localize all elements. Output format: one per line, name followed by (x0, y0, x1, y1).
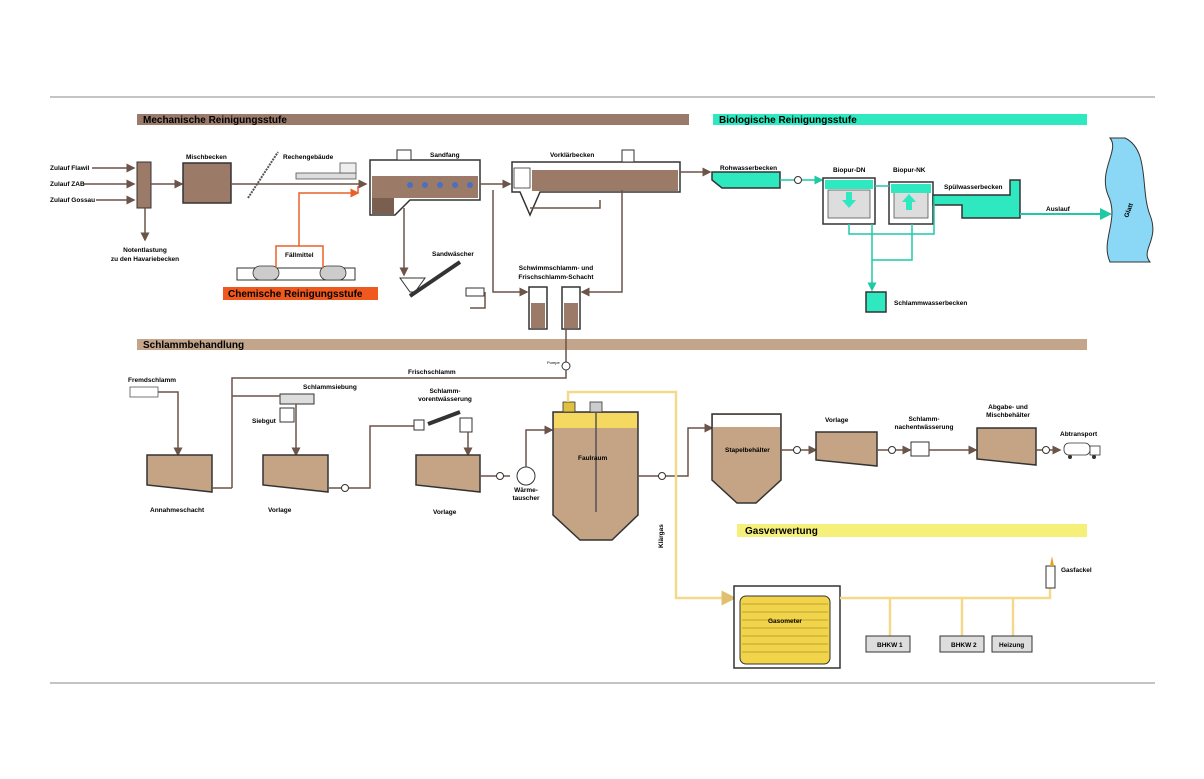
bhkw-2: BHKW 2 (939, 635, 985, 653)
nachentw-label-1: Schlamm- (908, 416, 939, 423)
inflows: Zulauf Flawil Zulauf ZAB Zulauf Gossau (50, 163, 136, 205)
biopur-dn (822, 177, 876, 225)
pumpe-label-1: Pumpe (547, 360, 560, 365)
pump-icon-bio (794, 176, 802, 184)
mechanical-band: Mechanische Reinigungsstufe (137, 114, 689, 126)
truck-icon (1063, 442, 1101, 459)
sandwaescher-label: Sandwäscher (432, 251, 474, 258)
inflow-flawil: Zulauf Flawil (50, 165, 90, 172)
bhkw-1-label: BHKW 1 (877, 642, 903, 649)
vorentwaesserung-unit (413, 410, 473, 433)
faellmittel-dosing: Fällmittel (236, 186, 360, 281)
annahmeschacht-tank (146, 454, 213, 493)
biopur-nk (888, 181, 934, 225)
vorentw-label-2: vorentwässerung (418, 396, 472, 403)
gasfackel-label: Gasfackel (1061, 567, 1092, 574)
waermetauscher-icon (516, 466, 536, 486)
pump-icon-5 (793, 446, 801, 454)
rechengebaeude-label: Rechengebäude (283, 154, 334, 161)
river-label: Glatt (1123, 202, 1135, 219)
screen-rake (247, 151, 279, 199)
heizung-label: Heizung (999, 642, 1024, 649)
waermetauscher-label-1: Wärme- (514, 487, 538, 494)
river-glatt (1104, 137, 1154, 263)
sandfang-tank (369, 149, 481, 216)
schlammsiebung-label: Schlammsiebung (303, 384, 357, 391)
biological-title: Biologische Reinigungsstufe (719, 115, 857, 126)
schlammwasserbecken (865, 291, 887, 313)
gasfackel (1045, 556, 1056, 589)
schacht-label-2: Frischschlamm-Schacht (518, 274, 594, 281)
fremdschlamm-truck-icon (129, 386, 159, 398)
auslauf-label: Auslauf (1046, 206, 1071, 213)
faulraum-label: Faulraum (578, 455, 607, 462)
schacht-label-1: Schwimmschlamm- und (519, 265, 593, 272)
annahmeschacht-label: Annahmeschacht (150, 507, 205, 514)
faulraum-tank (552, 401, 639, 541)
bhkw-1: BHKW 1 (865, 635, 911, 653)
nachentw-label-2: nachentwässerung (895, 424, 954, 431)
waermetauscher-label-2: tauscher (512, 495, 540, 502)
notentlastung-label-1: Notentlastung (123, 247, 167, 254)
stapelbehaelter-label: Stapelbehälter (725, 447, 770, 454)
vorlage-3-tank (815, 431, 878, 467)
pump-icon-6 (888, 446, 896, 454)
gasometer (733, 585, 841, 669)
faellmittel-label: Fällmittel (285, 252, 314, 259)
pump-icon-4 (658, 472, 666, 480)
notentlastung-label-2: zu den Havariebecken (111, 256, 179, 263)
abgabe-tank (976, 427, 1037, 466)
heizung: Heizung (991, 635, 1033, 653)
spuelwasserbecken-label: Spülwasserbecken (944, 184, 1003, 191)
abtransport-label: Abtransport (1060, 431, 1098, 438)
pump-icon-7 (1042, 446, 1050, 454)
gasometer-label: Gasometer (768, 618, 802, 625)
gas-band: Gasverwertung (737, 524, 1087, 537)
vorlage-1-label: Vorlage (268, 507, 292, 514)
mechanical-title: Mechanische Reinigungsstufe (143, 115, 287, 126)
schlammsiebung-unit (279, 393, 315, 423)
klaergas-label: Klärgas (658, 524, 665, 548)
pump-icon (561, 361, 571, 371)
schacht-tanks (528, 286, 581, 330)
inflow-chamber (136, 161, 152, 209)
bhkw-2-label: BHKW 2 (951, 642, 977, 649)
nachentwaesserung-unit (910, 441, 930, 457)
vorlage-1-tank (262, 454, 329, 493)
pump-icon-3 (496, 472, 504, 480)
frischschlamm-label: Frischschlamm (408, 369, 456, 376)
chemical-title: Chemische Reinigungsstufe (228, 289, 363, 300)
spuelwasserbecken (932, 179, 1021, 219)
mischbecken (182, 162, 232, 204)
abgabe-label-1: Abgabe- und (988, 404, 1028, 411)
fremdschlamm-label: Fremdschlamm (128, 377, 176, 384)
biological-band: Biologische Reinigungsstufe (713, 114, 1087, 126)
inflow-zab: Zulauf ZAB (50, 181, 85, 188)
vorlage-2-label: Vorlage (433, 509, 457, 516)
vorlage-2-tank (415, 454, 481, 493)
vorklaerbecken-tank (511, 149, 681, 217)
mischbecken-label: Mischbecken (186, 154, 227, 161)
biopur-dn-label: Biopur-DN (833, 167, 866, 174)
vorentw-label-1: Schlamm- (429, 388, 460, 395)
schlammwasserbecken-label: Schlammwasserbecken (894, 300, 967, 307)
rohwasserbecken-label: Rohwasserbecken (720, 165, 777, 172)
gas-title: Gasverwertung (745, 526, 818, 537)
chemical-band: Chemische Reinigungsstufe (223, 287, 378, 300)
sludge-title: Schlammbehandlung (143, 340, 244, 351)
vorlage-3-label: Vorlage (825, 417, 849, 424)
screenings-conveyor (295, 162, 357, 180)
sludge-band: Schlammbehandlung (137, 339, 1087, 351)
biopur-nk-label: Biopur-NK (893, 167, 926, 174)
stapelbehaelter-tank (711, 413, 782, 504)
sandwaescher (399, 260, 486, 309)
rohwasserbecken (711, 171, 781, 189)
inflow-gossau: Zulauf Gossau (50, 197, 95, 204)
siebgut-label: Siebgut (252, 418, 277, 425)
sandfang-label: Sandfang (430, 152, 460, 159)
vorklaerbecken-label: Vorklärbecken (550, 152, 594, 159)
abgabe-label-2: Mischbehälter (986, 412, 1030, 419)
pump-icon-2 (341, 484, 349, 492)
